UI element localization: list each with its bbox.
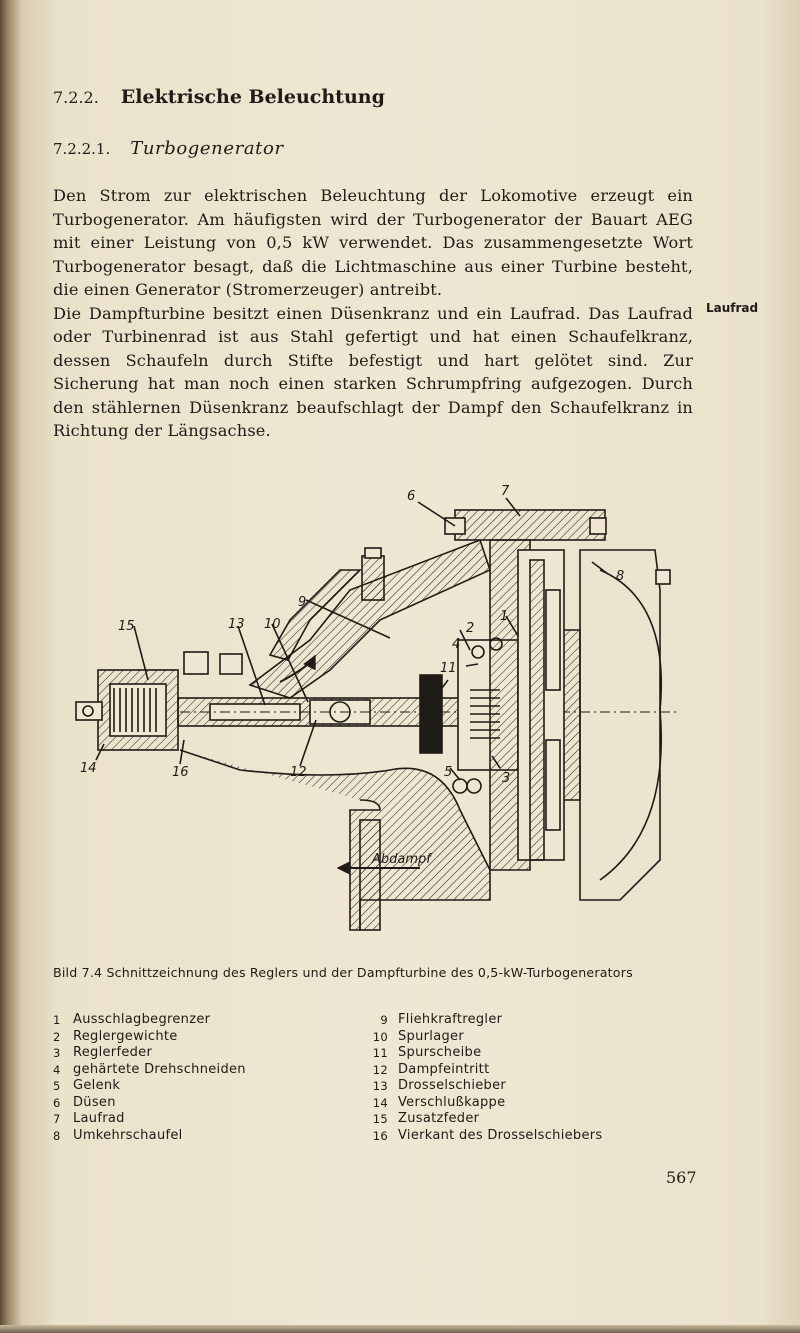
callout-label: 14 — [80, 761, 97, 776]
callout-label: 12 — [290, 765, 307, 780]
margin-note: Laufrad — [706, 301, 759, 315]
laufrad — [529, 559, 545, 861]
spurscheibe — [419, 674, 443, 754]
callout-label: 16 — [172, 765, 189, 780]
generator-flange — [579, 549, 661, 901]
page-number: 567 — [666, 1168, 697, 1187]
callout-label: 3 — [502, 771, 510, 786]
callout-label: 11 — [440, 661, 457, 676]
zusatzfeder-spring — [113, 688, 157, 732]
verschlusskappe — [75, 701, 103, 721]
paragraph: Den Strom zur elektrischen Beleuchtung d… — [53, 186, 693, 299]
section-heading: 7.2.2. Elektrische Beleuchtung — [53, 86, 385, 108]
abdampf-outlet — [179, 749, 491, 931]
section-number: 7.2.2. — [53, 88, 99, 107]
callout-label: 5 — [444, 765, 452, 780]
callout-label: 2 — [466, 621, 474, 636]
callout-label: 10 — [264, 617, 281, 632]
callout-label: 6 — [407, 489, 415, 504]
paragraph: Die Dampfturbine besitzt einen Düsenkran… — [53, 303, 693, 441]
callout-label: 8 — [616, 569, 624, 584]
body-text: Den Strom zur elektrischen Beleuchtung d… — [53, 184, 693, 443]
callout-label: 4 — [452, 637, 460, 652]
callout-label: 7 — [501, 484, 510, 499]
figure-caption: Bild 7.4 Schnittzeichnung des Reglers un… — [53, 965, 633, 980]
section-title: Elektrische Beleuchtung — [120, 86, 385, 108]
callout-label: 13 — [228, 617, 245, 632]
callout-label: 15 — [118, 619, 135, 634]
callout-label: 9 — [298, 595, 306, 610]
cross-section-drawing: 6 7 8 9 10 13 15 1 2 4 11 5 3 14 16 12 A… — [60, 470, 700, 950]
subsection-title: Turbogenerator — [130, 138, 284, 159]
callout-label: 1 — [500, 609, 508, 624]
page-edge — [0, 1325, 800, 1333]
turbogenerator-diagram: 6 7 8 9 10 13 15 1 2 4 11 5 3 14 16 12 A… — [75, 484, 680, 931]
abdampf-label: Abdampf — [371, 852, 433, 867]
subsection-number: 7.2.2.1. — [53, 140, 111, 158]
reglerfeder-spring — [470, 689, 500, 739]
subsection-heading: 7.2.2.1. Turbogenerator — [53, 138, 284, 159]
